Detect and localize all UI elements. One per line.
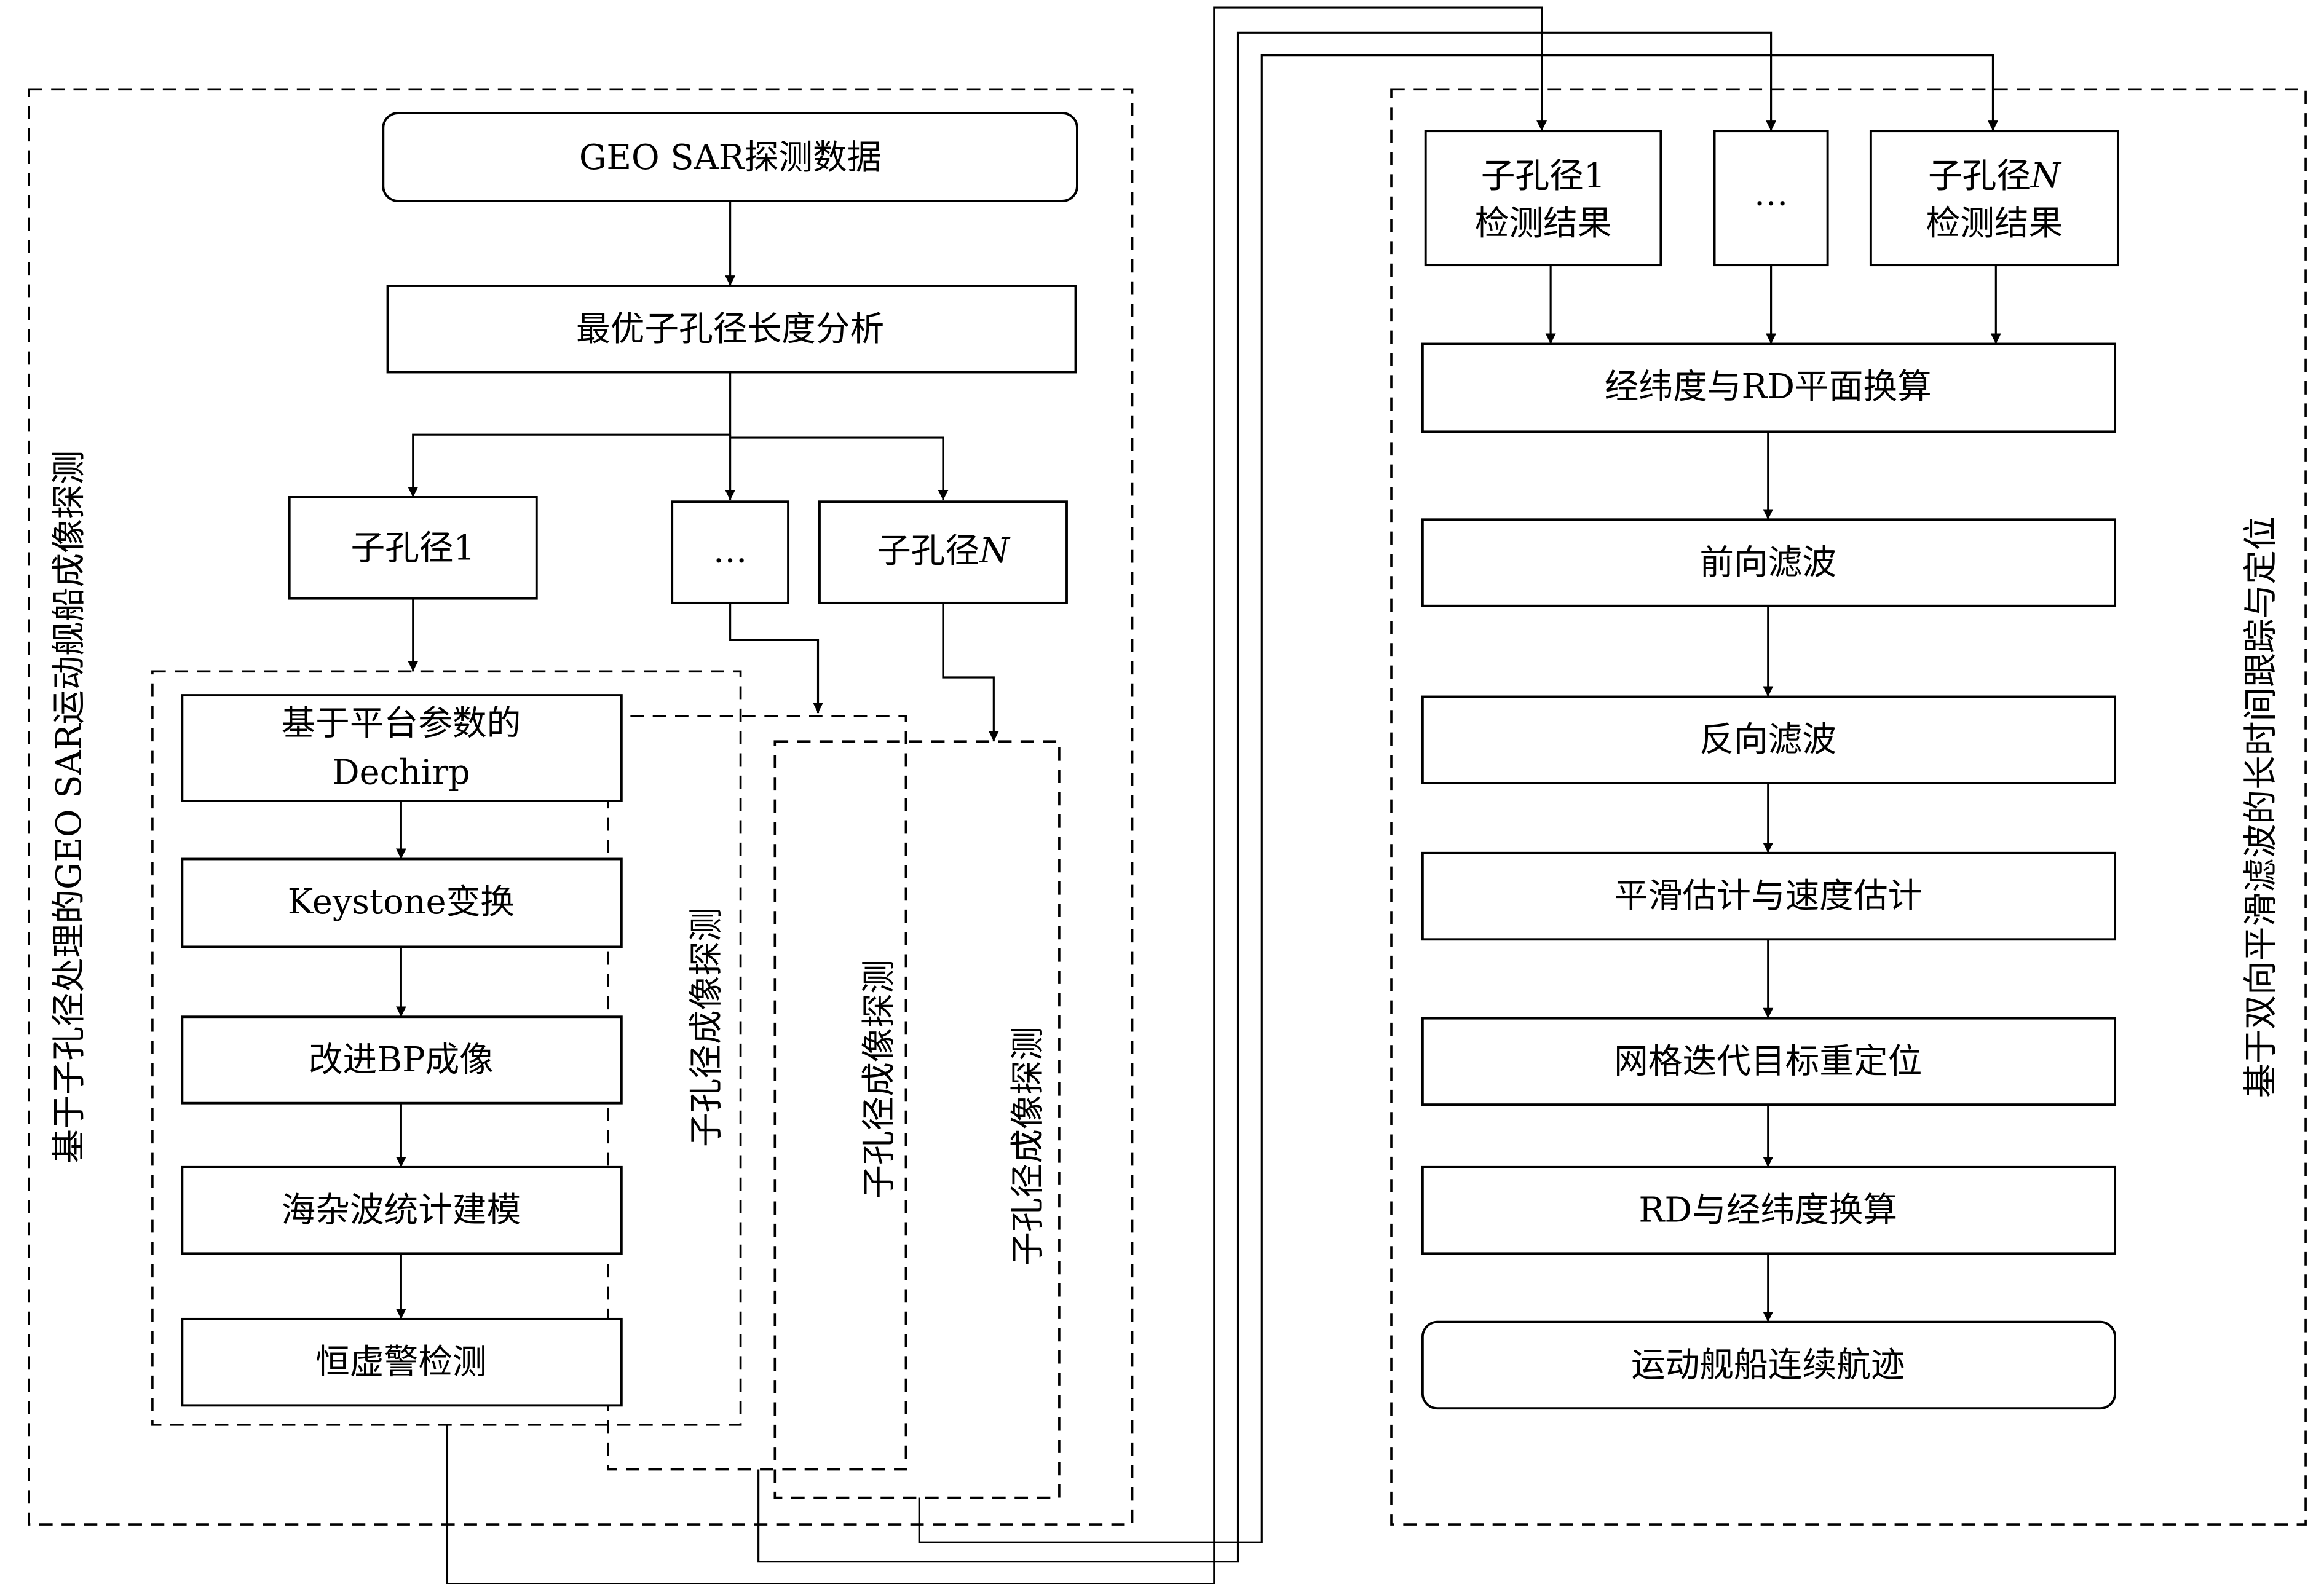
branch-line-n	[730, 436, 949, 500]
detection-group-n-label: 子孔径成像探测	[1008, 1026, 1048, 1266]
step-clutter-modeling	[181, 1165, 623, 1255]
right-panel-title: 基于双向平滑滤波的长时间跟踪与定位	[2241, 516, 2281, 1098]
subaperture-n-label: 子孔径N	[877, 531, 1011, 571]
step-keystone-label: Keystone变换	[288, 882, 515, 922]
result-1-node	[1424, 130, 1662, 267]
result-n-node	[1869, 130, 2119, 267]
left-panel-frame	[28, 88, 1134, 1526]
result-1-label-line2: 检测结果	[1475, 203, 1612, 243]
step-dechirp	[181, 694, 623, 802]
subaperture-1-label: 子孔径1	[350, 528, 475, 568]
output-track-label: 运动舰船连续航迹	[1631, 1345, 1905, 1385]
result-ellipsis-label: …	[1754, 173, 1788, 213]
step-forward-filter-label: 前向滤波	[1699, 543, 1836, 583]
step-smoothing-velocity	[1421, 851, 2117, 941]
step-dechirp-label-line1: 基于平台参数的	[281, 704, 521, 744]
result-1-label-line1: 子孔径1	[1481, 156, 1605, 195]
step-cfar-label: 恒虚警检测	[315, 1342, 486, 1382]
step-bp-imaging	[181, 1015, 623, 1105]
output-track-node	[1421, 1320, 2117, 1410]
step-rd-to-latlon	[1421, 1165, 2117, 1255]
connector-group1-to-result1	[446, 6, 1547, 1584]
left-panel-title: 基于子孔径处理的GEO SAR运动舰船成像探测	[49, 451, 89, 1164]
step-backward-filter-label: 反向滤波	[1699, 720, 1836, 760]
arrow-subn-to-group	[942, 602, 999, 742]
step-smoothing-velocity-label: 平滑估计与速度估计	[1614, 877, 1922, 916]
connector-groupellipsis-to-resultellipsis	[757, 31, 1777, 1563]
step-bp-imaging-label: 改进BP成像	[309, 1040, 494, 1080]
step-clutter-modeling-label: 海杂波统计建模	[281, 1191, 521, 1231]
step-cfar	[181, 1317, 623, 1407]
step-forward-filter	[1421, 518, 2117, 607]
result-n-label-line1: 子孔径N	[1928, 156, 2062, 195]
branch-line-1	[408, 372, 732, 497]
result-ellipsis-node	[1713, 130, 1829, 267]
input-node-label: GEO SAR探测数据	[579, 138, 882, 178]
detection-group-1-label: 子孔径成像探测	[686, 907, 726, 1147]
subaperture-ellipsis-node	[671, 500, 790, 604]
analysis-node	[386, 285, 1077, 374]
step-grid-relocation-label: 网格迭代目标重定位	[1614, 1041, 1922, 1081]
step-latlon-to-rd-label: 经纬度与RD平面换算	[1605, 367, 1932, 407]
detection-group-ellipsis-label: 子孔径成像探测	[859, 959, 899, 1199]
subaperture-n-node	[818, 500, 1068, 604]
analysis-node-label: 最优子孔径长度分析	[576, 309, 884, 349]
subaperture-1-node	[288, 496, 538, 600]
detection-group-n	[773, 740, 1061, 1499]
result-n-label-line2: 检测结果	[1926, 203, 2063, 243]
step-rd-to-latlon-label: RD与经纬度换算	[1638, 1191, 1897, 1231]
arrow-ellipsis-to-group	[729, 602, 823, 714]
connector-groupn-to-resultn	[918, 54, 1998, 1543]
step-latlon-to-rd	[1421, 342, 2117, 433]
subaperture-ellipsis-label: …	[713, 531, 748, 571]
right-panel-frame	[1390, 88, 2307, 1526]
step-dechirp-label-line2: Dechirp	[332, 753, 470, 793]
